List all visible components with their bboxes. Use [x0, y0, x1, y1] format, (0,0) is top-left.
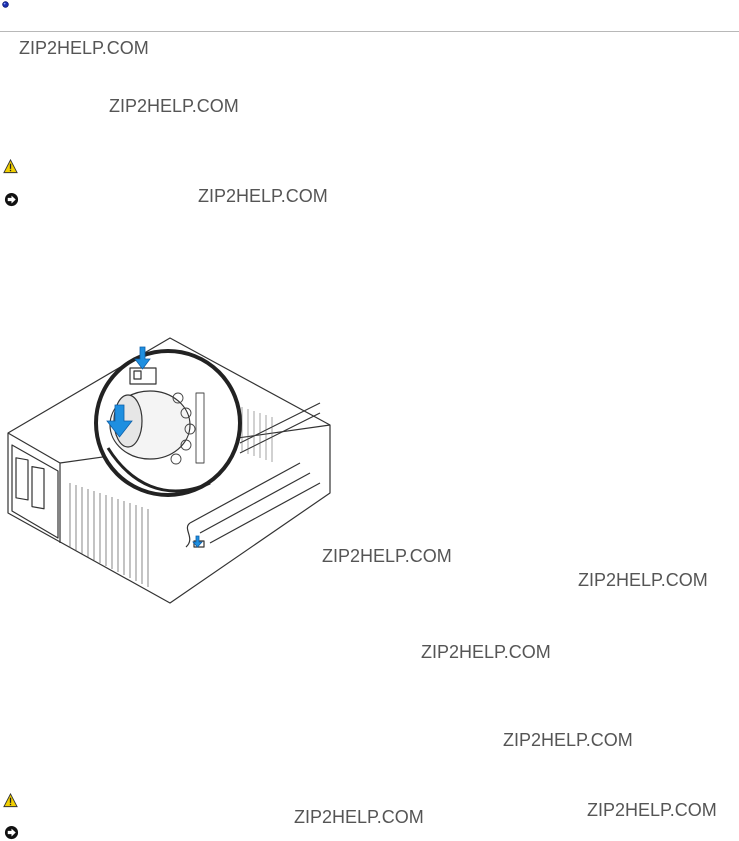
notice-arrow-icon [4, 825, 19, 840]
watermark-text: ZIP2HELP.COM [578, 570, 708, 590]
warning-triangle-icon [3, 159, 18, 174]
watermark-text: ZIP2HELP.COM [294, 807, 424, 827]
warning-triangle-icon [3, 793, 18, 808]
watermark-text: ZIP2HELP.COM [19, 38, 149, 58]
bullet-dot-icon [2, 1, 9, 8]
notice-arrow-icon [4, 192, 19, 207]
watermark-text: ZIP2HELP.COM [322, 546, 452, 566]
computer-fan-installation-illustration [7, 337, 331, 604]
watermark-text: ZIP2HELP.COM [198, 186, 328, 206]
top-rule [0, 0, 739, 32]
watermark-text: ZIP2HELP.COM [109, 96, 239, 116]
watermark-text: ZIP2HELP.COM [503, 730, 633, 750]
watermark-text: ZIP2HELP.COM [587, 800, 717, 820]
watermark-text: ZIP2HELP.COM [421, 642, 551, 662]
